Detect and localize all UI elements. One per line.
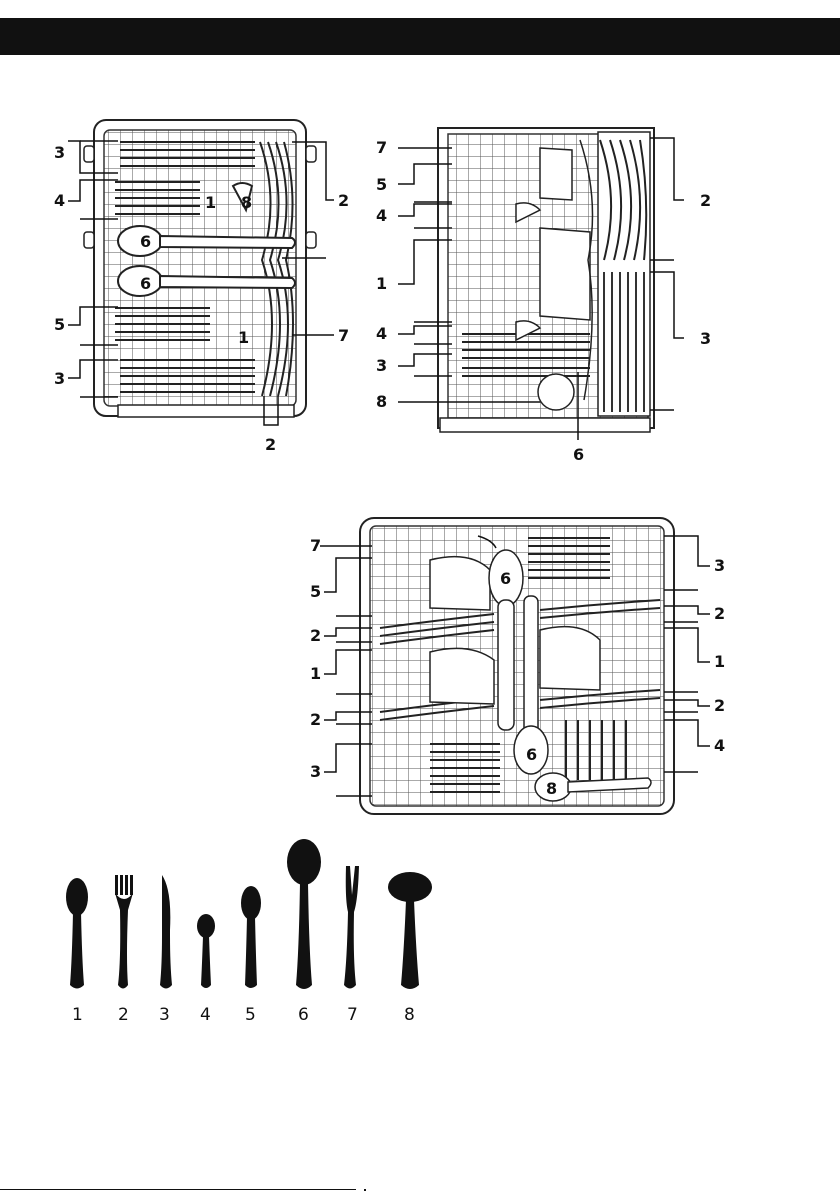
callout-label: 1 [205,193,216,212]
callout-label: 5 [310,582,321,601]
utensil-label-6: 6 [298,1005,309,1025]
callout-label: 4 [54,191,65,210]
callout-label: 2 [310,710,321,729]
utensil-label-1: 1 [72,1005,83,1025]
callout-label: 4 [376,206,387,225]
callout-label: 3 [714,556,725,575]
callout-label: 2 [714,604,725,623]
rack-bottom: 7 5 2 1 2 3 6 6 8 3 2 1 2 4 [310,518,725,814]
callout-label: 1 [714,652,725,671]
utensil-label-4: 4 [200,1005,211,1025]
callout-label: 3 [700,329,711,348]
callout-label: 8 [546,779,557,798]
serving-spoon-icon [287,839,321,989]
utensil-legend [66,839,432,989]
callout-label: 4 [376,324,387,343]
callout-label: 6 [140,232,151,251]
callout-label: 8 [241,193,252,212]
utensil-label-3: 3 [159,1005,170,1025]
callout-label: 1 [376,274,387,293]
callout-label: 3 [54,143,65,162]
tablespoon-icon [66,878,88,989]
callout-label: 7 [338,326,349,345]
callout-label: 3 [54,369,65,388]
callout-label: 2 [265,435,276,454]
callout-label: 6 [573,445,584,464]
callout-label: 2 [338,191,349,210]
callout-label: 6 [500,569,511,588]
utensil-label-7: 7 [347,1005,358,1025]
callout-label: 7 [310,536,321,555]
gravy-ladle-icon [388,872,432,989]
callout-label: 6 [526,745,537,764]
callout-label: 7 [376,138,387,157]
footer-tick [364,1189,366,1191]
callout-label: 2 [714,696,725,715]
callout-label: 4 [714,736,725,755]
callout-label: 1 [238,328,249,347]
callout-label: 5 [54,315,65,334]
callout-label: 3 [376,356,387,375]
knife-icon [160,875,172,989]
rack-top-left: 3 4 6 6 5 3 1 8 1 2 7 2 [54,120,349,454]
serving-fork-icon [344,866,359,989]
callout-label: 5 [376,175,387,194]
utensil-label-2: 2 [118,1005,129,1025]
footer-rule [0,1189,356,1190]
teaspoon-icon [197,914,215,988]
rack-top-right: 7 5 4 1 4 3 8 2 3 6 [376,128,711,464]
callout-label: 3 [310,762,321,781]
utensil-label-5: 5 [245,1005,256,1025]
callout-label: 6 [140,274,151,293]
callout-label: 1 [310,664,321,683]
dessert-spoon-icon [241,886,261,988]
callout-label: 2 [310,626,321,645]
callout-label: 2 [700,191,711,210]
fork-icon [115,875,133,989]
utensil-label-8: 8 [404,1005,415,1025]
callout-label: 8 [376,392,387,411]
